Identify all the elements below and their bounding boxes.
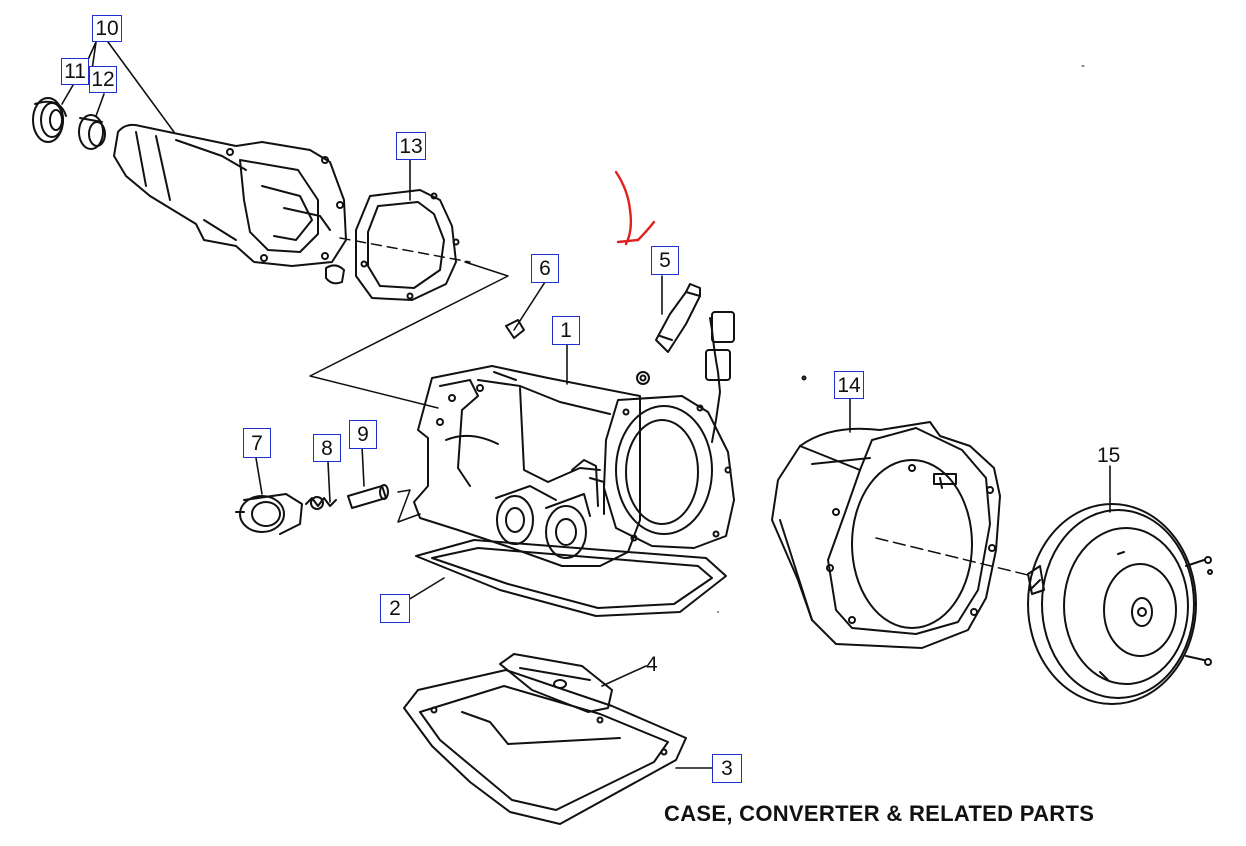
callout-4: 4 bbox=[646, 653, 658, 676]
callout-7: 7 bbox=[243, 428, 271, 458]
callout-5: 5 bbox=[651, 246, 679, 275]
pan-gasket-part bbox=[415, 539, 727, 617]
torque-converter-part bbox=[1027, 503, 1213, 705]
sensor-part bbox=[636, 283, 735, 443]
vent-part bbox=[505, 319, 525, 339]
filter-part bbox=[499, 653, 613, 713]
callout-12: 12 bbox=[89, 66, 117, 93]
callout-15: 15 bbox=[1097, 444, 1121, 467]
transmission-case-part bbox=[413, 365, 641, 567]
callout-2: 2 bbox=[380, 594, 410, 623]
converter-housing-part bbox=[771, 375, 1001, 649]
callout-1: 1 bbox=[552, 316, 580, 345]
alignment-line bbox=[339, 237, 471, 263]
bushing-part bbox=[78, 114, 106, 150]
callout-14: 14 bbox=[834, 371, 864, 399]
extension-gasket-part bbox=[355, 189, 460, 301]
callout-13: 13 bbox=[396, 132, 426, 160]
leader-lines bbox=[61, 41, 1111, 769]
piston-part bbox=[347, 484, 389, 509]
servo-cover-part bbox=[235, 493, 303, 535]
callout-6: 6 bbox=[531, 254, 559, 283]
callout-3: 3 bbox=[712, 754, 742, 783]
alignment-line bbox=[309, 261, 509, 409]
alignment-line bbox=[875, 537, 1033, 577]
callout-9: 9 bbox=[349, 420, 377, 449]
callout-11: 11 bbox=[61, 58, 89, 85]
oil-pan-part bbox=[403, 669, 687, 825]
diagram-title: CASE, CONVERTER & RELATED PARTS bbox=[664, 801, 1095, 826]
extension-housing-part bbox=[113, 123, 347, 285]
callout-10: 10 bbox=[92, 15, 122, 42]
rear-seal-part bbox=[32, 97, 67, 143]
spring-part bbox=[305, 496, 337, 510]
annotation-arrow-icon bbox=[614, 170, 656, 246]
callout-8: 8 bbox=[313, 434, 341, 462]
alignment-line bbox=[397, 489, 421, 523]
case-flange-part bbox=[603, 395, 735, 549]
